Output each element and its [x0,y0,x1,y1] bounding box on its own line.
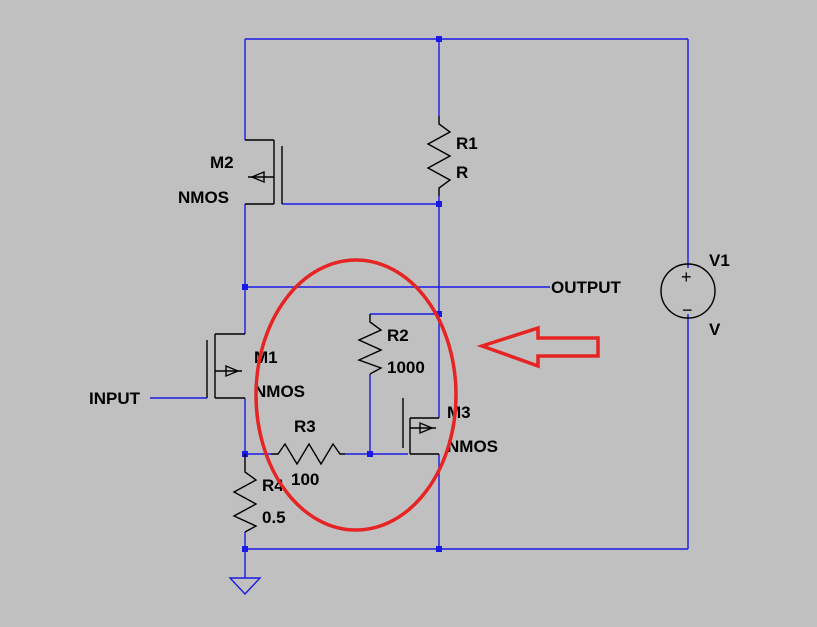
pointer-arrow-icon [476,325,600,369]
r2-name-label: R2 [387,326,409,345]
m2-name-label: M2 [210,153,234,172]
r3-value-label: 100 [291,470,319,489]
transistor-m3[interactable] [402,398,439,455]
r3-name-label: R3 [294,417,316,436]
r4-value-label: 0.5 [262,508,286,527]
ground-icon [228,577,262,596]
wires [150,38,689,578]
r1-name-label: R1 [456,134,478,153]
resistor-r4[interactable] [232,454,258,533]
junction-nodes [242,36,442,552]
resistor-r2[interactable] [357,314,383,375]
input-net-label: INPUT [89,389,141,408]
v1-value-label: V [709,320,721,339]
r2-value-label: 1000 [387,358,425,377]
r1-value-label: R [456,163,468,182]
highlight-ellipse [254,258,458,532]
m1-value-label: NMOS [254,382,305,401]
resistor-r3[interactable] [271,442,345,466]
m3-name-label: M3 [447,403,471,422]
m3-value-label: NMOS [447,437,498,456]
m2-value-label: NMOS [178,188,229,207]
v1-name-label: V1 [709,251,730,270]
v1-minus-sign: − [682,300,693,320]
voltage-source-v1[interactable]: + − [660,263,716,320]
output-net-label: OUTPUT [551,278,622,297]
transistor-m1[interactable] [206,333,245,399]
transistor-m2[interactable] [245,139,283,205]
v1-plus-sign: + [681,267,692,287]
resistor-r1[interactable] [426,116,452,196]
